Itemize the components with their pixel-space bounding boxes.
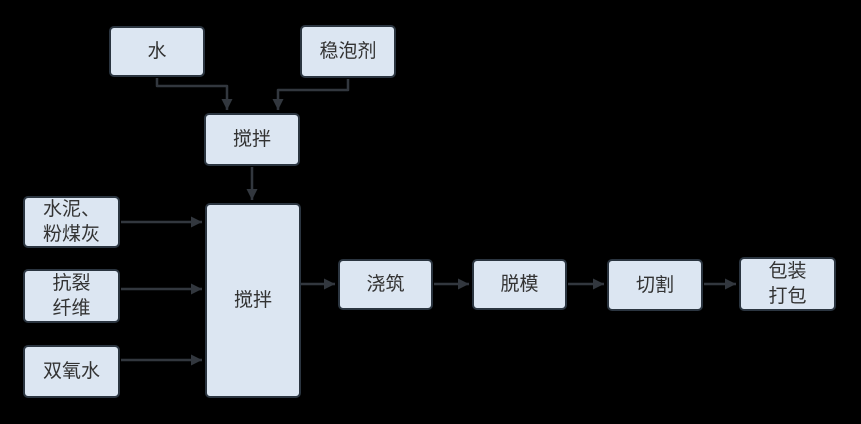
arrow-stabilizer-to-mixing1 [272, 79, 350, 110]
node-cutting-label: 切割 [635, 274, 674, 296]
node-hydrogen-peroxide: 双氧水 [23, 345, 120, 398]
node-packing-label-line2: 打包 [768, 286, 807, 307]
node-packing: 包装 打包 [739, 257, 836, 311]
node-hydrogen-peroxide-label: 双氧水 [42, 361, 100, 382]
node-cutting: 切割 [607, 259, 703, 311]
node-mixing-1: 搅拌 [204, 113, 300, 166]
arrow-water-to-mixing1 [155, 78, 233, 110]
node-water: 水 [109, 26, 205, 77]
node-anticrack-fiber-label-line2: 纤维 [52, 298, 91, 319]
node-foam-stabilizer: 稳泡剂 [300, 25, 396, 78]
node-pouring: 浇筑 [338, 259, 433, 310]
node-mixing-2: 搅拌 [205, 203, 301, 398]
node-anticrack-fiber-label-line1: 抗裂 [52, 273, 91, 294]
node-packing-label-line1: 包装 [768, 261, 807, 282]
node-demolding-label: 脱模 [500, 274, 539, 295]
node-mixing-2-label: 搅拌 [233, 290, 272, 311]
node-water-label: 水 [147, 41, 167, 62]
node-foam-stabilizer-label: 稳泡剂 [319, 41, 377, 62]
node-pouring-label: 浇筑 [366, 274, 405, 295]
node-cement-flyash: 水泥、 粉煤灰 [23, 196, 120, 248]
node-cement-flyash-label-line2: 粉煤灰 [42, 224, 100, 245]
node-anticrack-fiber: 抗裂 纤维 [23, 269, 120, 323]
node-mixing-1-label: 搅拌 [232, 129, 271, 150]
node-demolding: 脱模 [472, 259, 567, 310]
node-cement-flyash-label-line1: 水泥、 [42, 199, 100, 220]
